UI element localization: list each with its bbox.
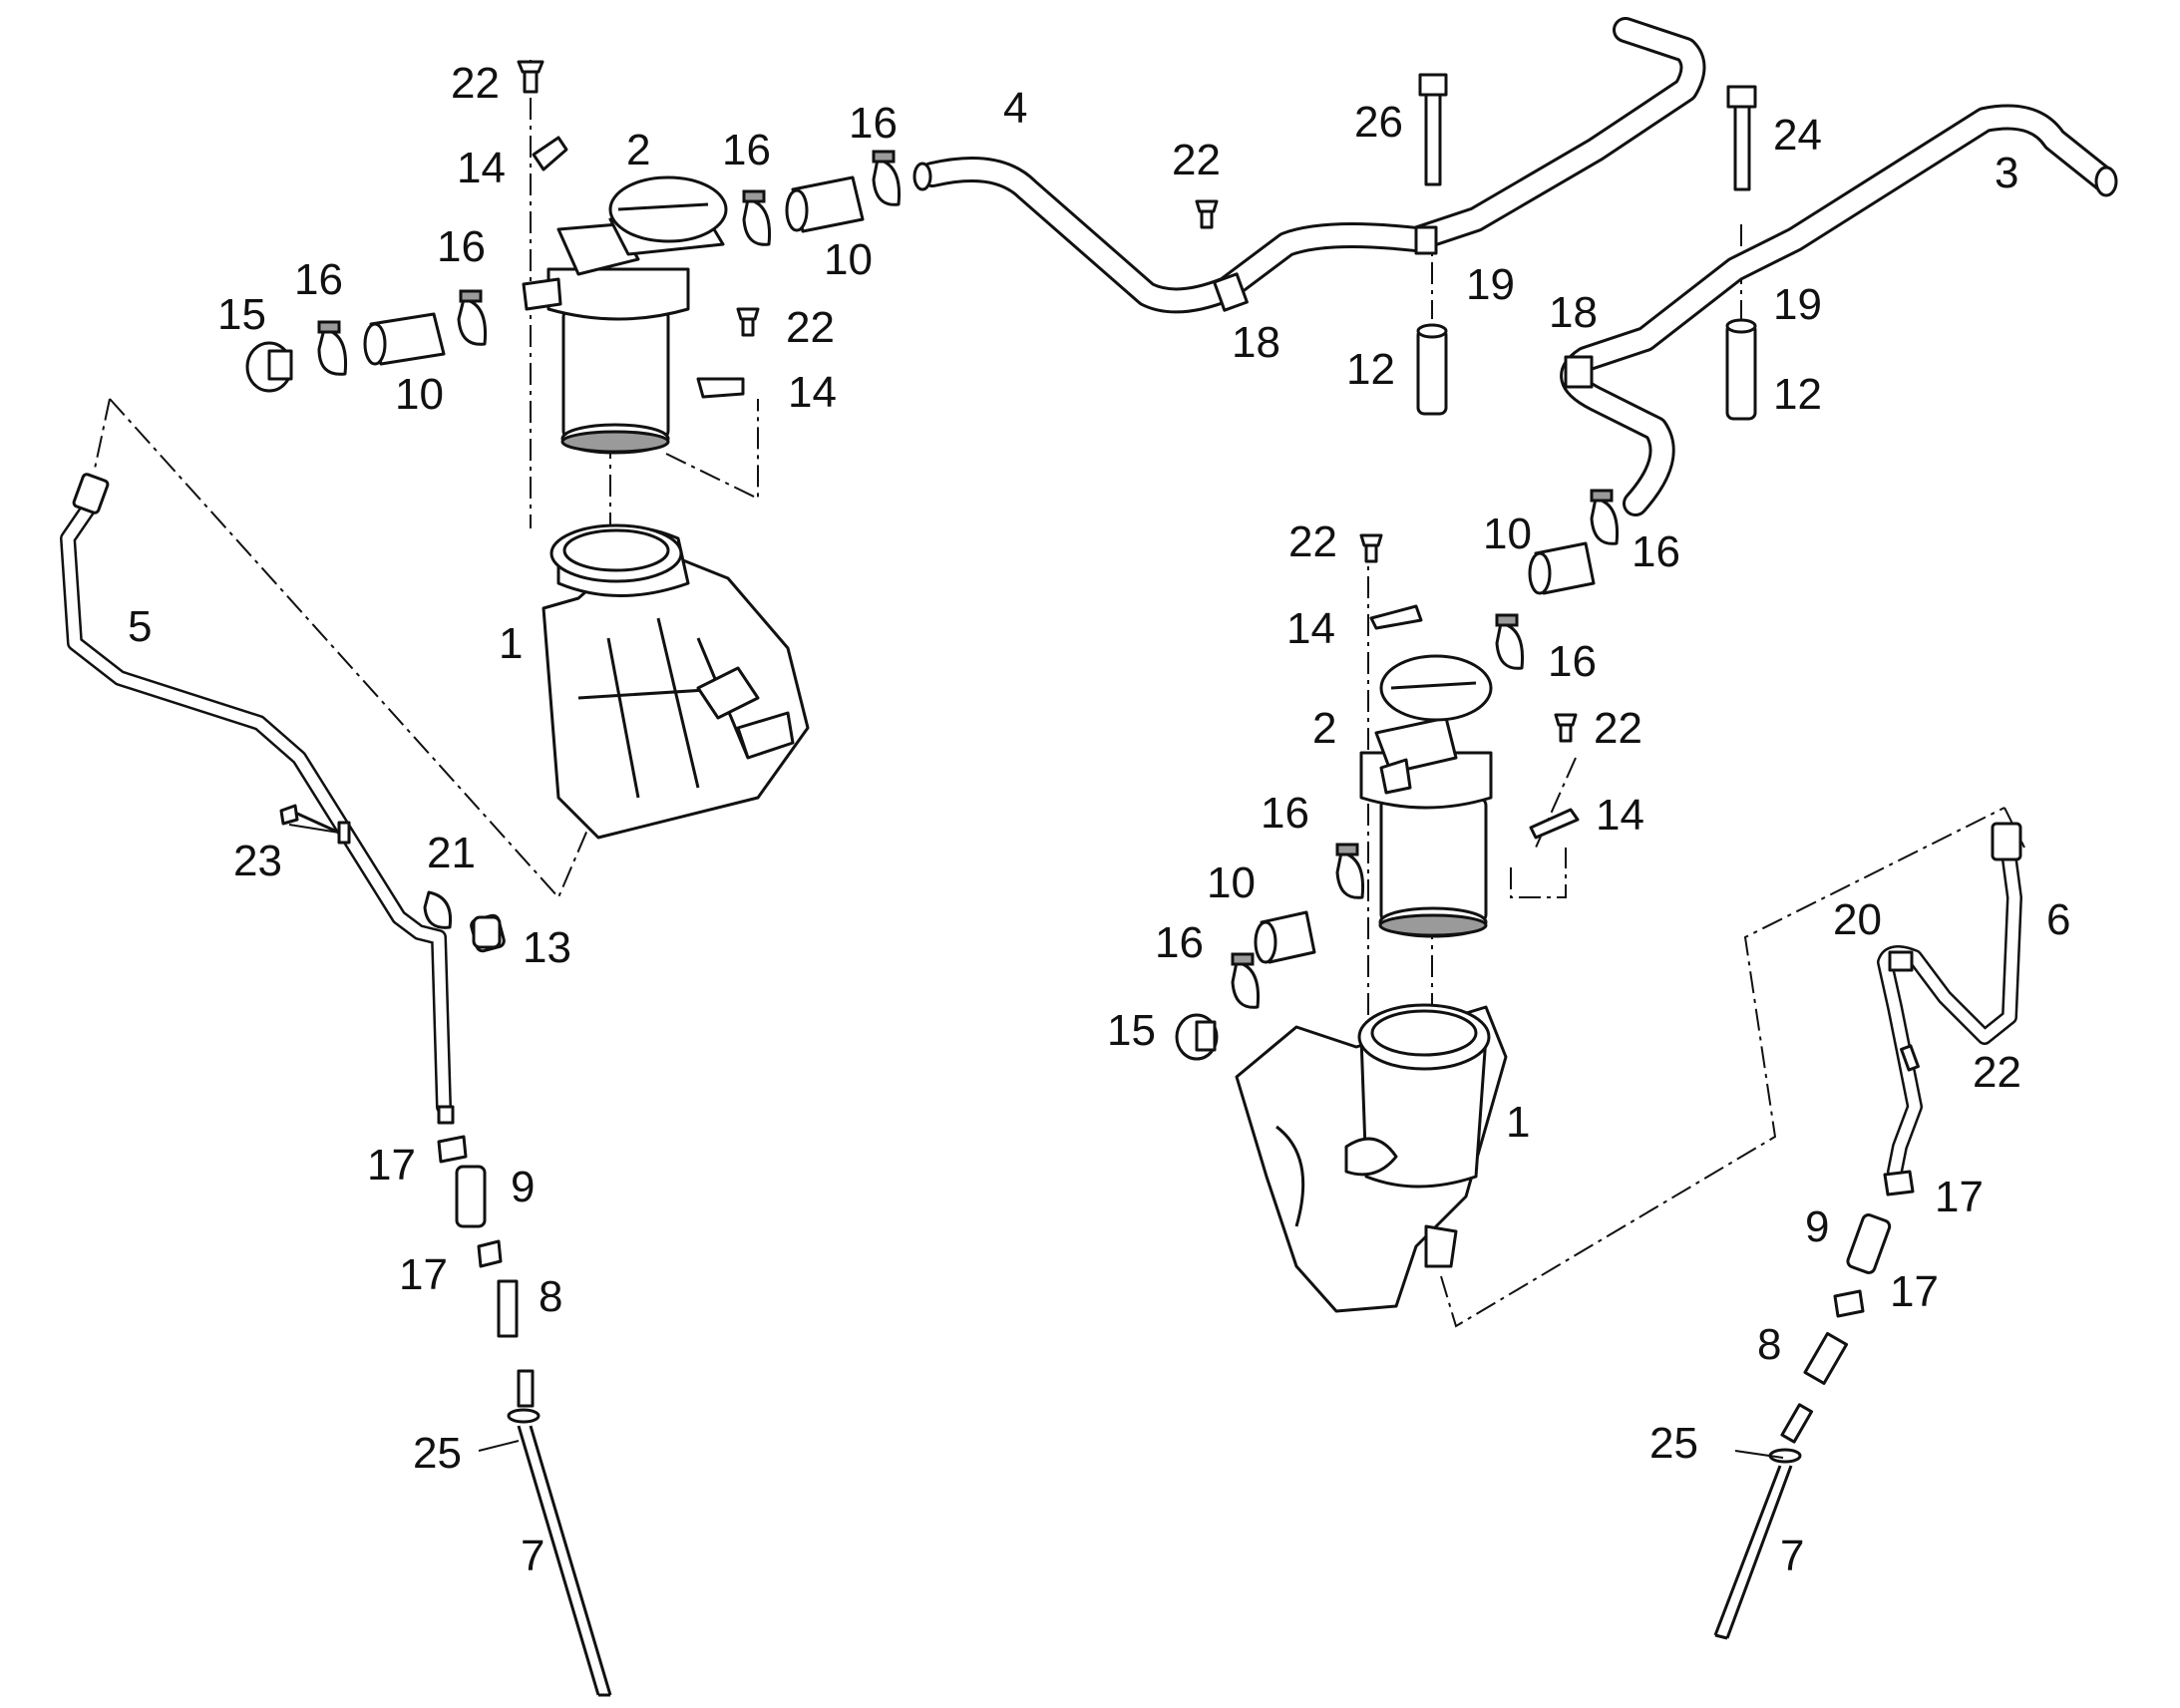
callout-12-b: 12: [1773, 370, 1822, 419]
callout-6: 6: [2046, 895, 2070, 944]
part-1-right-housing: [1235, 1003, 1508, 1313]
callout-17-d: 17: [1890, 1267, 1939, 1316]
part-4-hose: [912, 17, 1706, 314]
callout-10-a: 10: [395, 370, 444, 419]
callout-22-b: 22: [786, 303, 835, 352]
bolts-and-spacers-upper: [1195, 73, 1757, 421]
callout-22-f: 22: [1973, 1048, 2021, 1097]
callout-15-left: 15: [217, 290, 266, 339]
callout-8-left: 8: [539, 1272, 562, 1321]
callout-16-g: 16: [1261, 789, 1309, 838]
callout-7-right: 7: [1780, 1532, 1804, 1580]
callout-14-b: 14: [788, 368, 837, 417]
callout-19-a: 19: [1466, 260, 1515, 309]
part-6-pipe: [1877, 822, 2022, 1180]
callout-22-a: 22: [451, 59, 500, 108]
left-mid-fasteners: [279, 804, 502, 949]
callout-5: 5: [128, 602, 152, 651]
callout-16-c: 16: [722, 126, 771, 174]
callout-13: 13: [523, 923, 571, 972]
callout-17-c: 17: [1935, 1173, 1984, 1221]
callout-25-right: 25: [1649, 1419, 1698, 1468]
part-5-pipe: [60, 473, 455, 1125]
callout-4: 4: [1003, 84, 1027, 133]
callout-1-left: 1: [499, 619, 523, 668]
callout-3: 3: [1995, 149, 2018, 197]
callout-7-left: 7: [521, 1532, 545, 1580]
callout-2-left: 2: [626, 126, 650, 174]
leader-lines: [478, 1440, 1784, 1459]
callout-10-b: 10: [824, 235, 873, 284]
callout-17-b: 17: [399, 1250, 448, 1299]
callout-10-d: 10: [1207, 858, 1256, 907]
callout-22-e: 22: [1594, 704, 1642, 753]
callout-labels: 1 1 2 2 3 4 5 6 7 7 8 8 9 9 10 10 10 10 …: [128, 59, 2070, 1580]
callout-8-right: 8: [1757, 1320, 1781, 1369]
callout-26: 26: [1354, 98, 1403, 147]
callout-16-b: 16: [437, 222, 486, 271]
callout-15-right: 15: [1107, 1006, 1156, 1055]
part-3-hose: [1560, 104, 2118, 516]
callout-21: 21: [427, 829, 476, 877]
callout-9-left: 9: [511, 1163, 535, 1211]
callout-14-d: 14: [1596, 791, 1644, 840]
callout-18-b: 18: [1549, 288, 1598, 337]
callout-16-f: 16: [1548, 637, 1597, 686]
callout-16-h: 16: [1155, 918, 1204, 967]
right-lower-fittings: [1713, 1044, 1920, 1640]
callout-25-left: 25: [413, 1429, 462, 1478]
callout-24: 24: [1773, 111, 1822, 160]
callout-9-right: 9: [1805, 1202, 1829, 1251]
callout-22-c: 22: [1172, 136, 1221, 184]
callout-14-a: 14: [457, 144, 506, 192]
callout-16-d: 16: [849, 99, 898, 148]
callout-2-right: 2: [1312, 704, 1336, 753]
callout-18-a: 18: [1232, 318, 1280, 367]
callout-16-a: 16: [294, 255, 343, 304]
phantom-lines: [94, 60, 2025, 1328]
part-1-left-housing: [542, 523, 810, 840]
part-2-right-filter: [1359, 654, 1493, 938]
callout-16-e: 16: [1632, 527, 1680, 576]
callout-14-c: 14: [1286, 604, 1335, 653]
callout-20: 20: [1833, 895, 1882, 944]
callout-19-b: 19: [1773, 280, 1822, 329]
right-small-parts: [1175, 489, 1620, 1061]
callout-10-c: 10: [1483, 510, 1532, 558]
part-2-left-filter: [522, 175, 728, 455]
callout-23: 23: [233, 837, 282, 885]
callout-17-a: 17: [367, 1141, 416, 1190]
callout-12-a: 12: [1346, 345, 1395, 394]
left-small-parts: [245, 60, 902, 399]
callout-1-right: 1: [1506, 1098, 1530, 1147]
callout-22-d: 22: [1288, 517, 1337, 566]
